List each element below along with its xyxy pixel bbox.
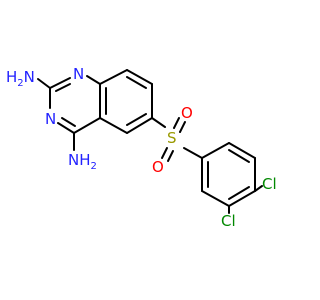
bond-c8-c7 xyxy=(126,69,153,85)
bond-s-c1p xyxy=(183,147,203,159)
chlorine-bottom-label: Cl xyxy=(221,212,236,230)
bond-c2-n1-inner xyxy=(55,83,71,92)
bond-c8-c7-inner xyxy=(126,76,147,89)
bond-n1-c8a xyxy=(86,75,101,85)
bond-c4-c4a xyxy=(73,117,101,134)
bond-c8a-c8 xyxy=(99,69,128,85)
chlorine-right-label: Cl xyxy=(262,175,277,193)
bond-c6-c5 xyxy=(126,117,153,134)
bond-n3-c4-inner xyxy=(61,117,76,127)
bond-c6-c5-inner xyxy=(126,113,147,126)
bond-c5-c4a xyxy=(99,117,128,134)
bond-c3p-c4p xyxy=(228,190,256,207)
canvas-background xyxy=(0,0,300,300)
bond-n3-c4 xyxy=(57,122,75,134)
atom-labels: H2N N N NH2 S O O Cl Cl xyxy=(6,65,277,230)
ring-nitrogen-top-label: N xyxy=(73,65,84,83)
bond-s-o-top-2 xyxy=(179,121,186,133)
ring-nitrogen-bottom-label: N xyxy=(45,110,56,128)
bond-c6p-c1p xyxy=(201,142,230,159)
molecule-structure: H2N N N NH2 S O O Cl Cl xyxy=(0,0,300,300)
amino-group-bottom-label: NH2 xyxy=(68,151,97,172)
bond-c2-n1 xyxy=(49,77,71,89)
bond-c5p-c6p xyxy=(228,142,256,159)
bond-c2p-c3p xyxy=(201,190,230,207)
amino-group-top-label: H2N xyxy=(6,68,35,89)
bond-s-o-bottom xyxy=(161,147,168,159)
sulfur-atom-label: S xyxy=(167,129,177,147)
oxygen-bottom-label: O xyxy=(152,158,164,176)
bond-c3p-c4p-inner xyxy=(228,186,250,200)
bond-c6-s xyxy=(151,117,166,128)
bond-c5p-c6p-inner xyxy=(228,149,250,163)
bond-s-o-bottom-2 xyxy=(167,150,174,162)
bond-c4p-cl xyxy=(254,185,263,192)
oxygen-top-label: O xyxy=(181,104,193,122)
bond-nh2-c2 xyxy=(37,78,51,89)
bond-lines xyxy=(37,69,263,214)
bond-s-o-top xyxy=(173,117,180,129)
